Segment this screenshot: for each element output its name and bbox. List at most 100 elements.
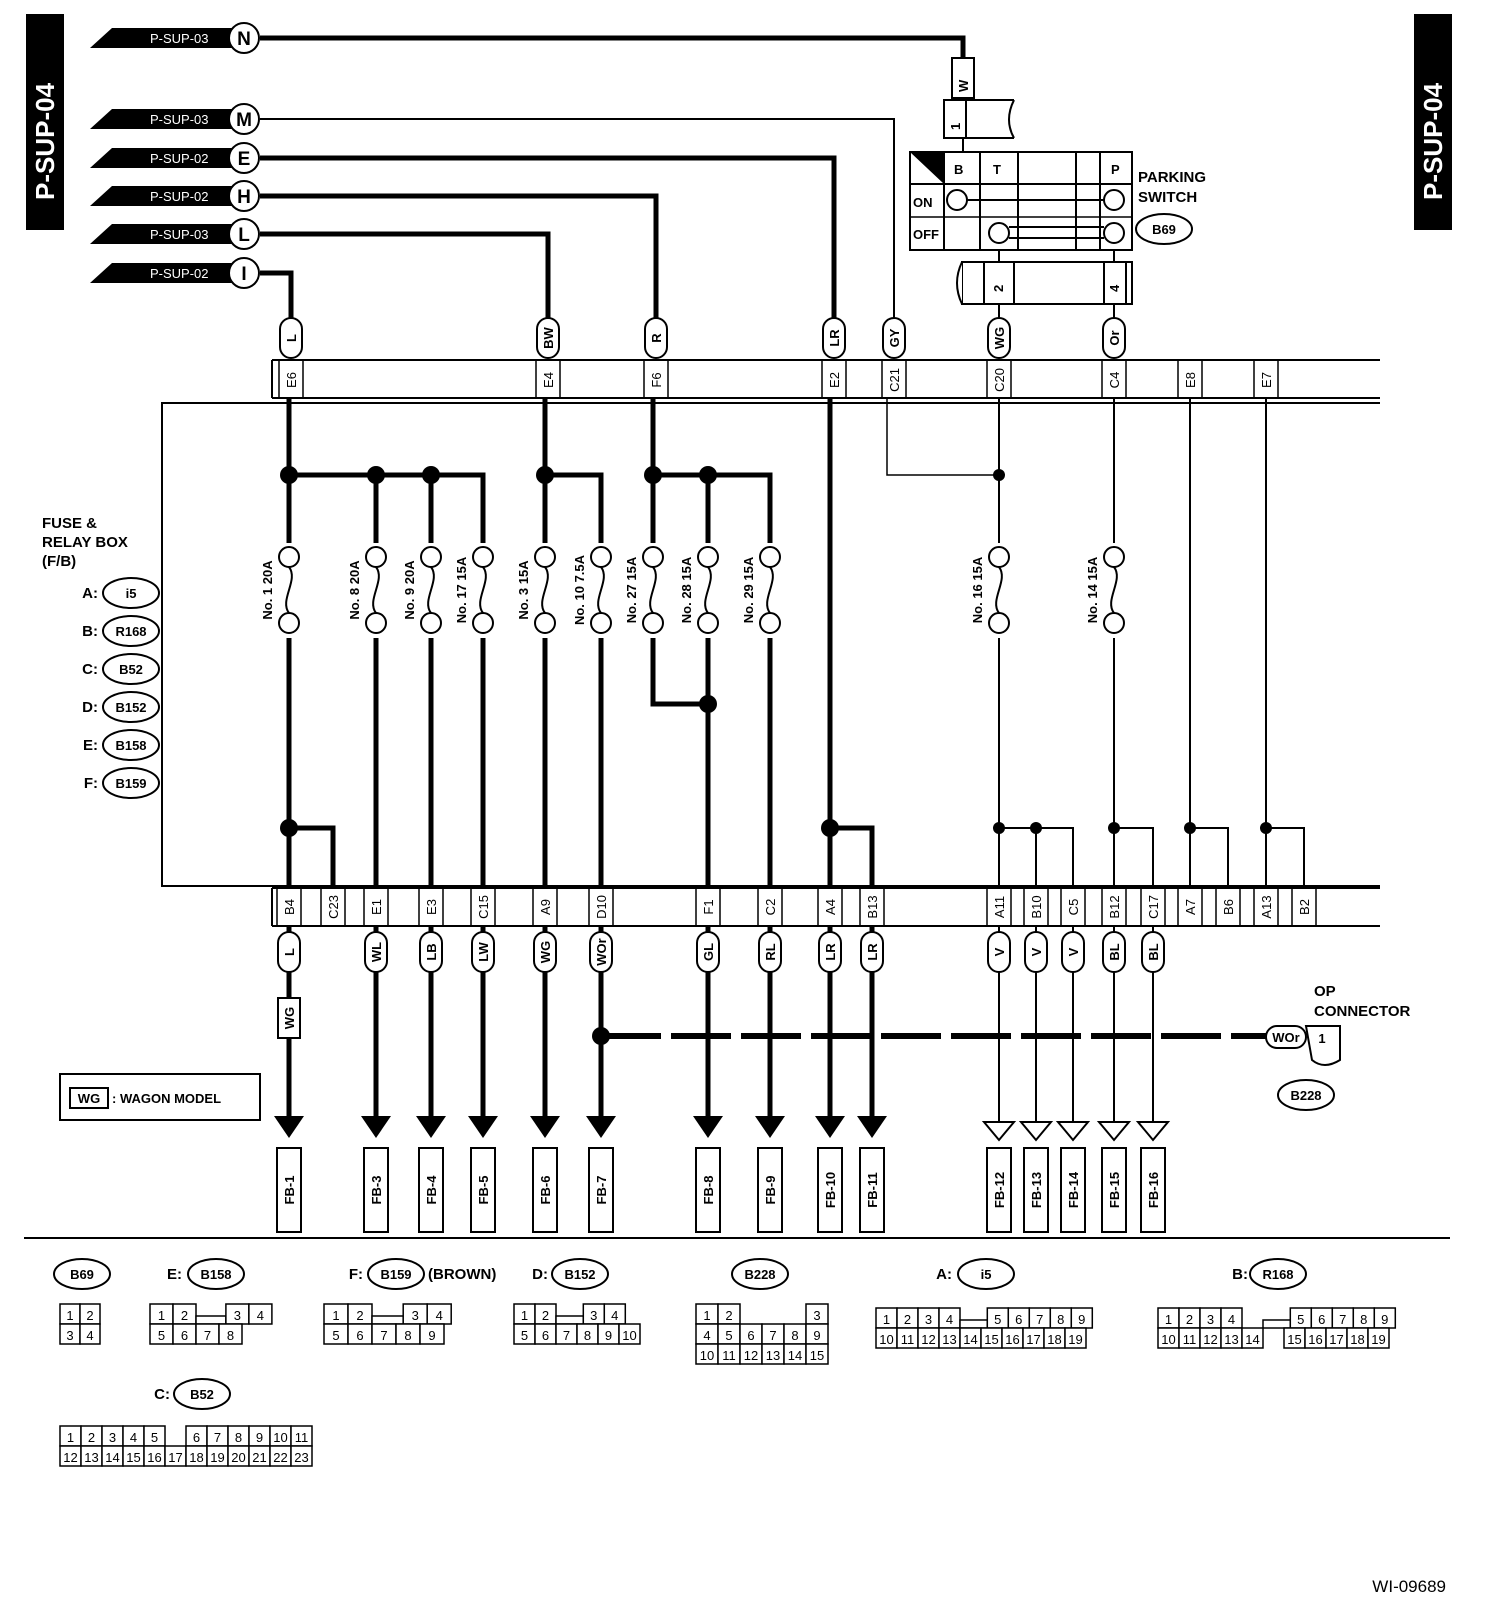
output-arrow [981,1121,1017,1142]
output-arrow [693,1116,723,1138]
bottom-wire-color: L [282,948,297,956]
input-ref: P-SUP-02 [150,189,209,204]
wagon-legend: WG : WAGON MODEL [59,1073,261,1121]
output-box [859,1147,885,1233]
svg-text:ON: ON [913,195,933,210]
pin-cell [419,1323,445,1345]
pin-cell [218,1323,243,1345]
output-box [695,1147,721,1233]
bottom-wire-tag [589,931,613,973]
bottom-wire-color: GL [701,943,716,961]
fuse-terminal [420,546,442,568]
bottom-wire-tag [277,931,301,973]
top-wire-color: R [649,333,664,343]
bottom-pin-label: F1 [701,899,716,914]
fuse-element [766,566,774,614]
pin-number: 12 [63,1450,77,1465]
input-arrow [90,28,232,48]
fuse-terminal [420,612,442,634]
input-ref: P-SUP-02 [150,266,209,281]
output-arrow [1096,1121,1132,1142]
top-wire-color: LR [827,329,842,347]
svg-text:P: P [1111,162,1120,177]
output-label: FB-9 [763,1176,778,1205]
svg-text:B: B [954,162,963,177]
input-ref: P-SUP-03 [150,112,209,127]
output-box [1140,1147,1166,1233]
pin-number: 2 [1186,1312,1193,1327]
pin-number: 9 [1078,1312,1085,1327]
top-wire-tag [536,317,560,359]
pin-number: 8 [1057,1312,1064,1327]
bottom-wire-tag [860,931,884,973]
pin-number: 4 [946,1312,953,1327]
pin-number: 14 [1245,1332,1259,1347]
output-label: FB-14 [1066,1171,1081,1208]
pin-number: 4 [1228,1312,1235,1327]
fuse-terminal [278,546,300,568]
fuse-element [285,566,293,614]
connector-note: (BROWN) [428,1266,496,1283]
bottom-pin-label: B12 [1107,895,1122,918]
pin-number: 7 [214,1430,221,1445]
fuse-terminal [472,546,494,568]
output-label: FB-13 [1029,1172,1044,1208]
pin-number: 20 [231,1450,245,1465]
svg-text:1: 1 [948,123,963,130]
pin-number: 4 [257,1308,264,1323]
pin-number: 7 [380,1328,387,1343]
top-pin-label: C4 [1107,372,1122,389]
svg-text:B69: B69 [1152,222,1176,237]
connector-oval [1249,1258,1307,1290]
connector-prefix: C: [154,1386,170,1403]
connector-prefix: B: [1232,1266,1248,1283]
pin-cell [1367,1327,1390,1349]
fuse-element [541,566,549,614]
bottom-wire-tag [987,931,1011,973]
bottom-wire-tag [758,931,782,973]
bottom-wire-color: BL [1146,943,1161,960]
pin-number: 2 [542,1308,549,1323]
output-label: FB-6 [538,1176,553,1205]
pin-number: 8 [1360,1312,1367,1327]
output-arrow [468,1116,498,1138]
fb-conn-oval [102,577,160,609]
input-ref: P-SUP-03 [150,227,209,242]
fb-conn-key: F: [84,775,98,792]
input-wires [260,35,966,318]
top-connector-strip [271,359,1380,399]
bottom-wire-color: V [992,947,1007,956]
pin-number: 2 [725,1308,732,1323]
bottom-pin-label: A4 [823,899,838,915]
svg-text:P-SUP-04: P-SUP-04 [1418,82,1448,200]
pin-number: 10 [879,1332,893,1347]
pin-cell [618,1323,641,1345]
connector-name: R168 [1262,1267,1293,1282]
output-arrow [857,1116,887,1138]
fuse-terminal [642,612,664,634]
output-label: FB-4 [424,1175,439,1205]
pin-number: 14 [963,1332,977,1347]
svg-text:T: T [993,162,1001,177]
fuse-terminal [988,612,1010,634]
pin-number: 5 [1297,1312,1304,1327]
bottom-pin-label: C17 [1146,895,1161,919]
connector-prefix: D: [532,1266,548,1283]
svg-text:(F/B): (F/B) [42,553,76,570]
svg-text:4: 4 [1107,284,1122,292]
fuse-terminal [365,546,387,568]
output-arrow [530,1116,560,1138]
top-wire-tag [279,317,303,359]
svg-text:SWITCH: SWITCH [1138,189,1197,206]
input-arrow [90,186,232,206]
output-label: FB-3 [369,1176,384,1205]
fuse-terminal [1103,546,1125,568]
connector-name: B52 [190,1387,214,1402]
fb-conn-key: D: [82,699,98,716]
svg-text:OP: OP [1314,983,1336,1000]
output-box [470,1147,496,1233]
pin-number: 5 [151,1430,158,1445]
